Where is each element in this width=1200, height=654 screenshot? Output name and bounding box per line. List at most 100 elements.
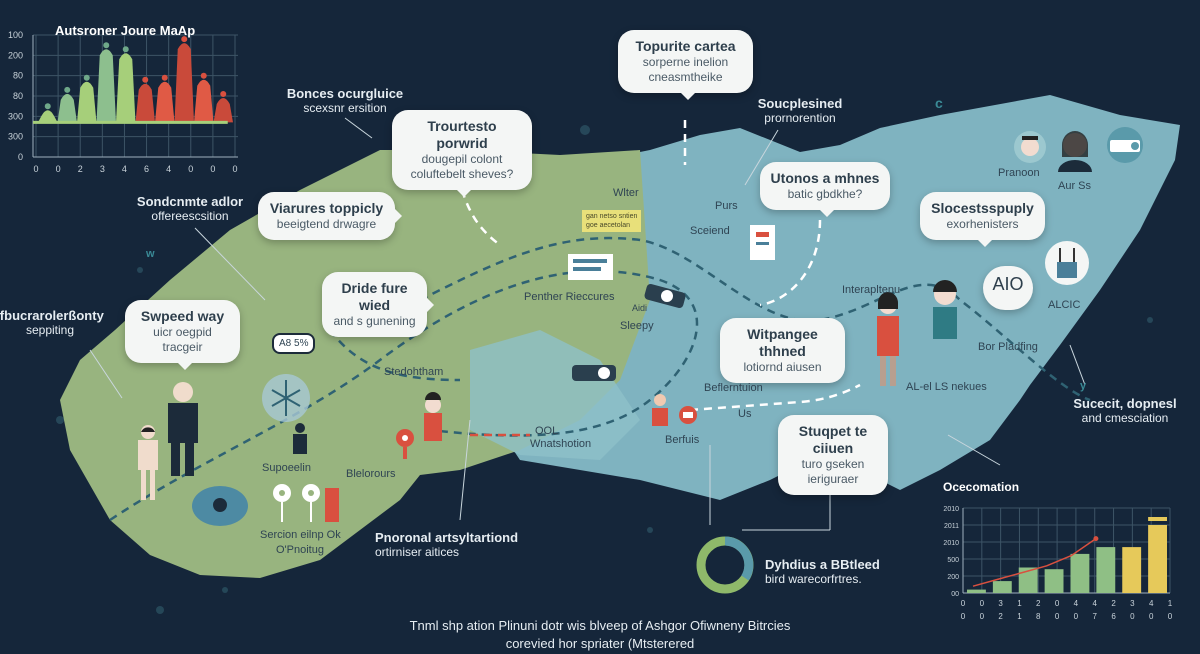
map-label: Us	[738, 408, 752, 420]
x-tick-label: 4	[1093, 599, 1098, 608]
x-tick-label: 0	[210, 164, 215, 174]
person-icon	[293, 423, 307, 454]
map-label: Purs	[715, 200, 738, 212]
x-tick-label: 4	[1149, 599, 1154, 608]
peak-marker	[83, 74, 90, 81]
x-tick-label: 0	[961, 612, 966, 621]
bubble-line: and s gunening	[333, 314, 416, 328]
bar	[1148, 525, 1167, 593]
x-tick-label: 2	[998, 612, 1003, 621]
y-tick-label: 00	[951, 591, 959, 598]
x-tick-label: 7	[1093, 612, 1098, 621]
callout-title: Ifbucrarolerßonty	[0, 308, 104, 323]
bubble-line: tracgeir	[162, 340, 203, 354]
x-tick-label: 8	[1036, 612, 1041, 621]
x-tick-label: 1	[1017, 599, 1022, 608]
x-tick-label: 1	[1168, 599, 1173, 608]
person-icon	[877, 292, 899, 386]
gear-icon	[273, 484, 339, 522]
bubble-title: Dride fure wied	[341, 280, 408, 313]
bubble-line: dougepil colont	[421, 152, 503, 166]
x-tick-label: 2	[1111, 599, 1116, 608]
x-tick-label: 3	[100, 164, 105, 174]
peak-marker	[103, 42, 110, 49]
y-tick-label: 2010	[943, 540, 959, 547]
bar	[1070, 553, 1090, 593]
document-icon	[568, 254, 613, 280]
x-tick-label: 0	[980, 599, 985, 608]
person-icon	[652, 394, 668, 426]
callout-sub: offereescsition	[151, 209, 229, 223]
top-chart-title: Autsroner Joure MaAp	[55, 23, 196, 38]
map-label: Pranoon	[998, 167, 1040, 179]
person-icon	[424, 392, 442, 441]
telescope-icon	[572, 283, 686, 381]
peak-marker	[142, 76, 149, 83]
note-line: goe aecetolan	[586, 222, 630, 229]
x-tick-label: 2	[78, 164, 83, 174]
bubble-line: batic gbdkhe?	[787, 187, 863, 201]
map-label: Penther Rieccures	[524, 291, 615, 303]
x-tick-label: 0	[232, 164, 237, 174]
x-tick-label: 6	[1111, 612, 1116, 621]
trend-point	[1093, 536, 1099, 542]
bubble-title: Viarures toppicly	[269, 200, 384, 216]
x-tick-label: 6	[144, 164, 149, 174]
x-tick-label: 0	[1055, 612, 1060, 621]
y-tick-label: 200	[947, 574, 959, 581]
y-tick-label: 300	[8, 111, 23, 121]
map-label: O'Pnoitug	[276, 544, 324, 556]
peak-green	[77, 81, 97, 123]
callout-title: Sucecit, dopnesl	[1073, 396, 1177, 411]
person-icons	[138, 127, 1143, 594]
bag-icon	[1045, 241, 1089, 285]
map-label: Bor Pladfing	[978, 341, 1038, 353]
bubble-title: Trourtesto porwrid	[427, 118, 497, 151]
map-label: Beflerntuion	[704, 382, 763, 394]
bar	[992, 581, 1012, 593]
callout-title: Pnoronal artsyltartiond	[375, 530, 519, 545]
bottom-chart-title: Ocecomation	[943, 480, 1020, 494]
callout-sub: scexsnr ersition	[303, 101, 387, 115]
peak-green	[38, 110, 58, 123]
bar	[1096, 547, 1116, 593]
bar	[1018, 567, 1038, 593]
note-line: gan netso sntien	[586, 213, 638, 220]
y-tick-label: 80	[13, 91, 23, 101]
y-tick-label: 0	[18, 152, 23, 162]
map-region-green	[60, 150, 650, 578]
map-label: Wlter	[613, 187, 639, 199]
bubble-title: Witpangee thhned	[747, 326, 818, 359]
x-tick-label: 0	[980, 612, 985, 621]
y-tick-label: 500	[947, 557, 959, 564]
x-tick-label: 4	[166, 164, 171, 174]
peak-red	[194, 79, 214, 123]
y-tick-label: 2011	[944, 523, 959, 530]
avatar-icon	[1058, 131, 1092, 172]
map-letter: y	[1080, 380, 1087, 392]
bottom-right-chart: 2010201120105002000000003211280040472630…	[943, 506, 1173, 621]
callout-sub: bird warecorfrtres.	[765, 572, 862, 586]
x-tick-label: 4	[122, 164, 127, 174]
windmill-icon	[262, 374, 310, 422]
bubble-title: Utonos a mhnes	[770, 170, 880, 186]
peak-marker	[44, 103, 51, 110]
map-label: Aidi	[632, 303, 648, 313]
bubble-line: beeigtend drwagre	[276, 217, 377, 231]
peak-green	[57, 93, 77, 123]
callout-title: Soucplesined	[757, 96, 843, 111]
x-tick-label: 0	[1055, 599, 1060, 608]
x-tick-label: 3	[1130, 599, 1135, 608]
bubble-title: Slocestsspuply	[931, 200, 1034, 216]
